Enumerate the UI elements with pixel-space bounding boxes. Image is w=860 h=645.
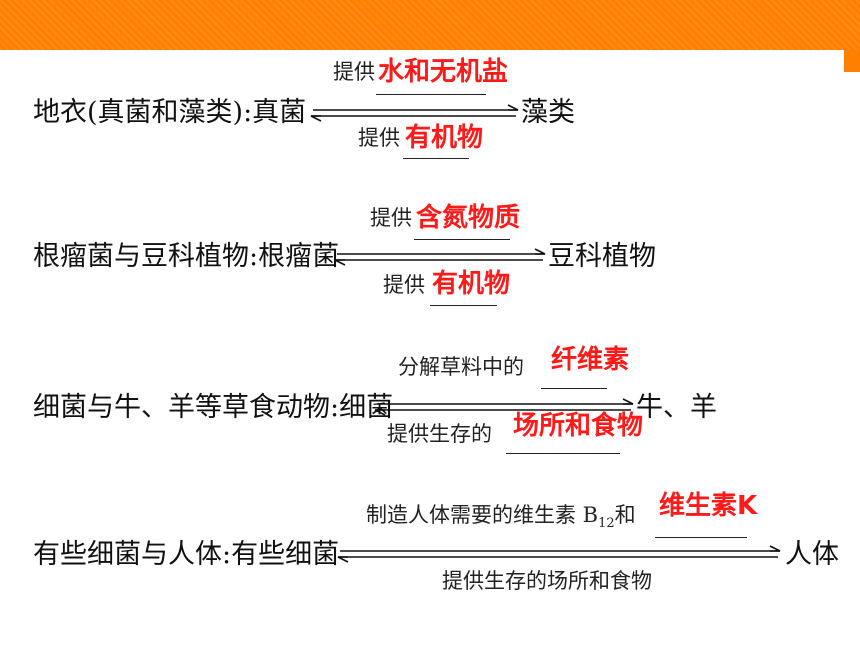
row4-top-prefix: 制造人体需要的维生素 B12和 — [366, 503, 636, 532]
row1-top-answer: 水和无机盐 — [378, 57, 509, 87]
row3-top-prefix: 分解草料中的 — [398, 355, 524, 379]
row3-bottom-blank — [506, 453, 620, 454]
row4-arrow — [337, 545, 781, 563]
row2-top-prefix: 提供 — [370, 206, 412, 230]
row4-left-label: 有些细菌与人体:有些细菌 — [33, 539, 340, 570]
row2-double-arrow — [334, 248, 546, 266]
header-bar-edge — [844, 50, 860, 72]
row2-left-label: 根瘤菌与豆科植物:根瘤菌 — [33, 241, 340, 272]
row1-bottom-prefix: 提供 — [358, 126, 400, 150]
row1-right-label: 藻类 — [521, 97, 575, 128]
row1-left-label: 地衣(真菌和藻类):真菌 — [33, 97, 307, 128]
row3-top-answer: 纤维素 — [551, 345, 630, 375]
row2-top-blank — [414, 239, 510, 240]
row1-bottom-blank — [403, 158, 469, 159]
row2-bottom-answer: 有机物 — [432, 269, 511, 299]
row3-double-arrow — [374, 398, 634, 416]
row4-right-label: 人体 — [785, 539, 839, 570]
row3-left-label: 细菌与牛、羊等草食动物:细菌 — [33, 392, 394, 423]
row4-top-answer: 维生素K — [659, 491, 758, 521]
row1-top-prefix: 提供 — [333, 60, 375, 84]
row1-bottom-answer: 有机物 — [405, 123, 484, 153]
header-bar — [0, 0, 860, 50]
row2-top-answer: 含氮物质 — [416, 203, 521, 233]
row4-top-blank — [655, 537, 747, 538]
row4-bottom-text: 提供生存的场所和食物 — [442, 569, 652, 593]
row3-right-label: 牛、羊 — [636, 392, 717, 423]
row3-top-blank — [541, 388, 607, 389]
row2-bottom-prefix: 提供 — [383, 273, 425, 297]
row1-double-arrow — [310, 104, 519, 122]
content-card — [32, 50, 844, 645]
row2-right-label: 豆科植物 — [548, 241, 656, 272]
row2-bottom-blank — [430, 305, 497, 306]
row3-bottom-answer: 场所和食物 — [513, 411, 644, 441]
row1-top-blank — [376, 94, 486, 95]
row3-bottom-prefix: 提供生存的 — [387, 422, 492, 446]
